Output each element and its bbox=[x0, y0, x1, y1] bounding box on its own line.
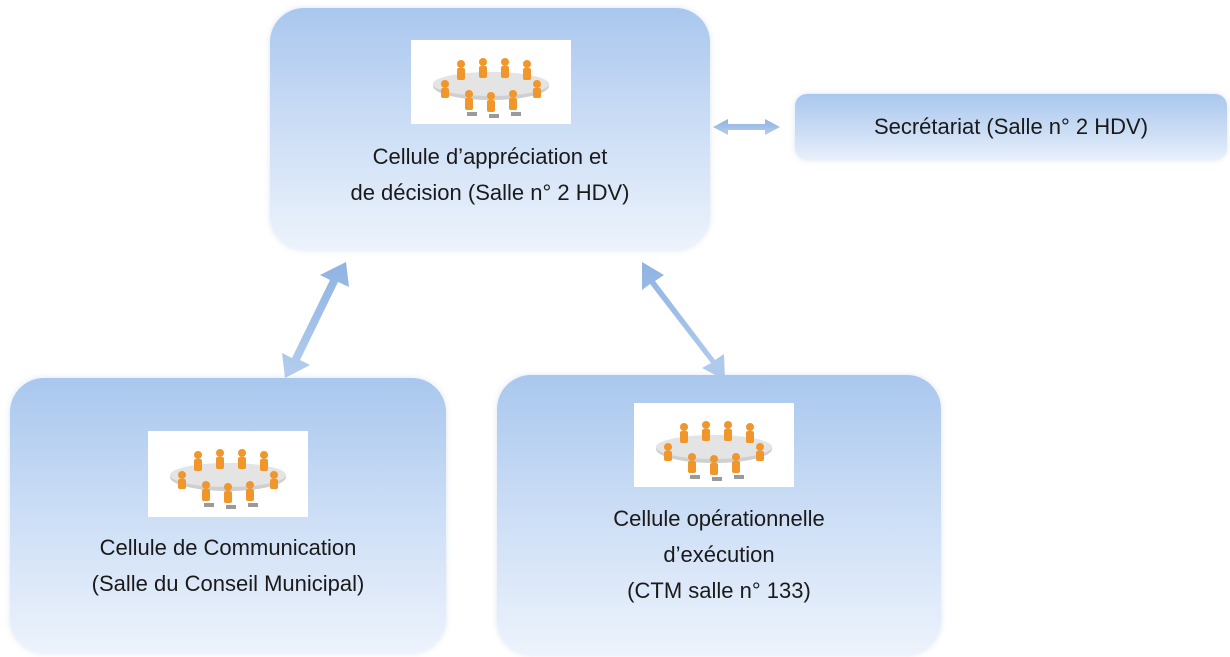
arrow-top-secretariat bbox=[713, 119, 780, 135]
node-operational-label: Cellule opérationnelle d’exécution (CTM … bbox=[613, 506, 825, 603]
arrow-top-left bbox=[282, 262, 349, 378]
node-secretariat: Secrétariat (Salle n° 2 HDV) bbox=[795, 94, 1227, 160]
arrow-top-right bbox=[642, 262, 725, 380]
node-decision-label: Cellule d’appréciation et de décision (S… bbox=[350, 144, 630, 205]
node-operational-cell: Cellule opérationnelle d’exécution (CTM … bbox=[497, 375, 941, 655]
node-decision-cell: Cellule d’appréciation et de décision (S… bbox=[270, 8, 710, 250]
meeting-table-icon bbox=[411, 40, 571, 124]
node-communication-cell: Cellule de Communication (Salle du Conse… bbox=[10, 378, 446, 653]
meeting-table-icon bbox=[634, 403, 794, 487]
meeting-table-icon bbox=[148, 431, 308, 517]
node-secretariat-label: Secrétariat (Salle n° 2 HDV) bbox=[873, 114, 1149, 139]
node-communication-label: Cellule de Communication (Salle du Conse… bbox=[91, 535, 365, 596]
